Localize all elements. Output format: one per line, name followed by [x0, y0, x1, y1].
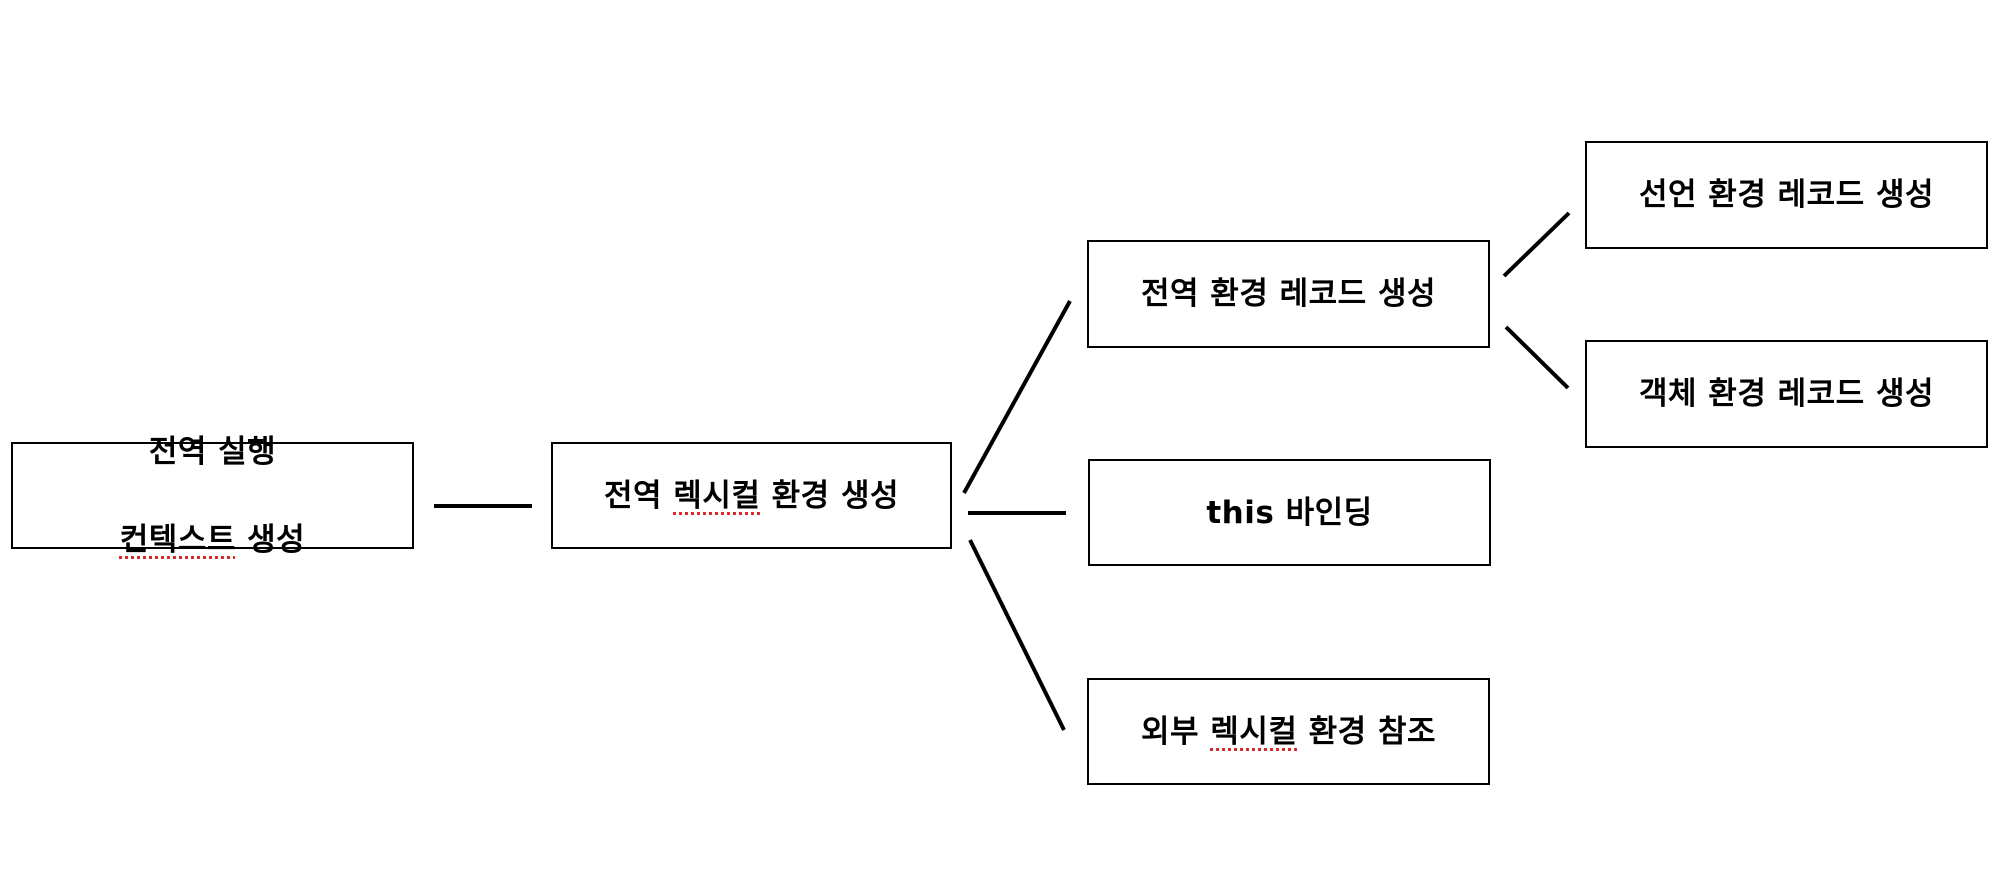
- label-suffix: 환경 참조: [1297, 713, 1437, 750]
- label-line-2: 컨텍스트 생성: [120, 518, 305, 562]
- spellcheck-word: 렉시컬: [673, 477, 761, 514]
- node-global-lexical-environment: 전역 렉시컬 환경 생성: [551, 442, 952, 549]
- node-label: 객체 환경 레코드 생성: [1638, 376, 1935, 412]
- label-prefix: 전역: [603, 477, 674, 514]
- node-global-execution-context: 전역 실행 컨텍스트 생성: [11, 434, 414, 558]
- node-label: 전역 렉시컬 환경 생성: [604, 474, 899, 518]
- label-rest: 생성: [235, 521, 306, 558]
- label-line-1: 전역 실행: [148, 433, 277, 470]
- node-label: 전역 실행 컨텍스트 생성: [120, 386, 305, 606]
- node-declarative-environment-record: 선언 환경 레코드 생성: [1585, 141, 1988, 249]
- label-prefix: 외부: [1140, 713, 1211, 750]
- node-label: 선언 환경 레코드 생성: [1638, 177, 1935, 213]
- node-label: this 바인딩: [1206, 494, 1373, 531]
- connector-lexical-to-global-record: [962, 300, 1072, 494]
- connector-lexical-to-outer: [968, 539, 1066, 731]
- node-label: 전역 환경 레코드 생성: [1140, 276, 1437, 312]
- node-global-environment-record: 전역 환경 레코드 생성: [1087, 240, 1490, 348]
- node-outer-lexical-environment-reference: 외부 렉시컬 환경 참조: [1087, 678, 1490, 785]
- connector-global-record-to-decl: [1502, 211, 1571, 278]
- spellcheck-word: 렉시컬: [1210, 713, 1298, 750]
- connector-global-record-to-obj: [1504, 325, 1570, 390]
- node-object-environment-record: 객체 환경 레코드 생성: [1585, 340, 1988, 448]
- node-label: 외부 렉시컬 환경 참조: [1141, 710, 1436, 754]
- spellcheck-word: 컨텍스트: [119, 521, 236, 558]
- node-this-binding: this 바인딩: [1088, 459, 1491, 566]
- label-suffix: 환경 생성: [760, 477, 900, 514]
